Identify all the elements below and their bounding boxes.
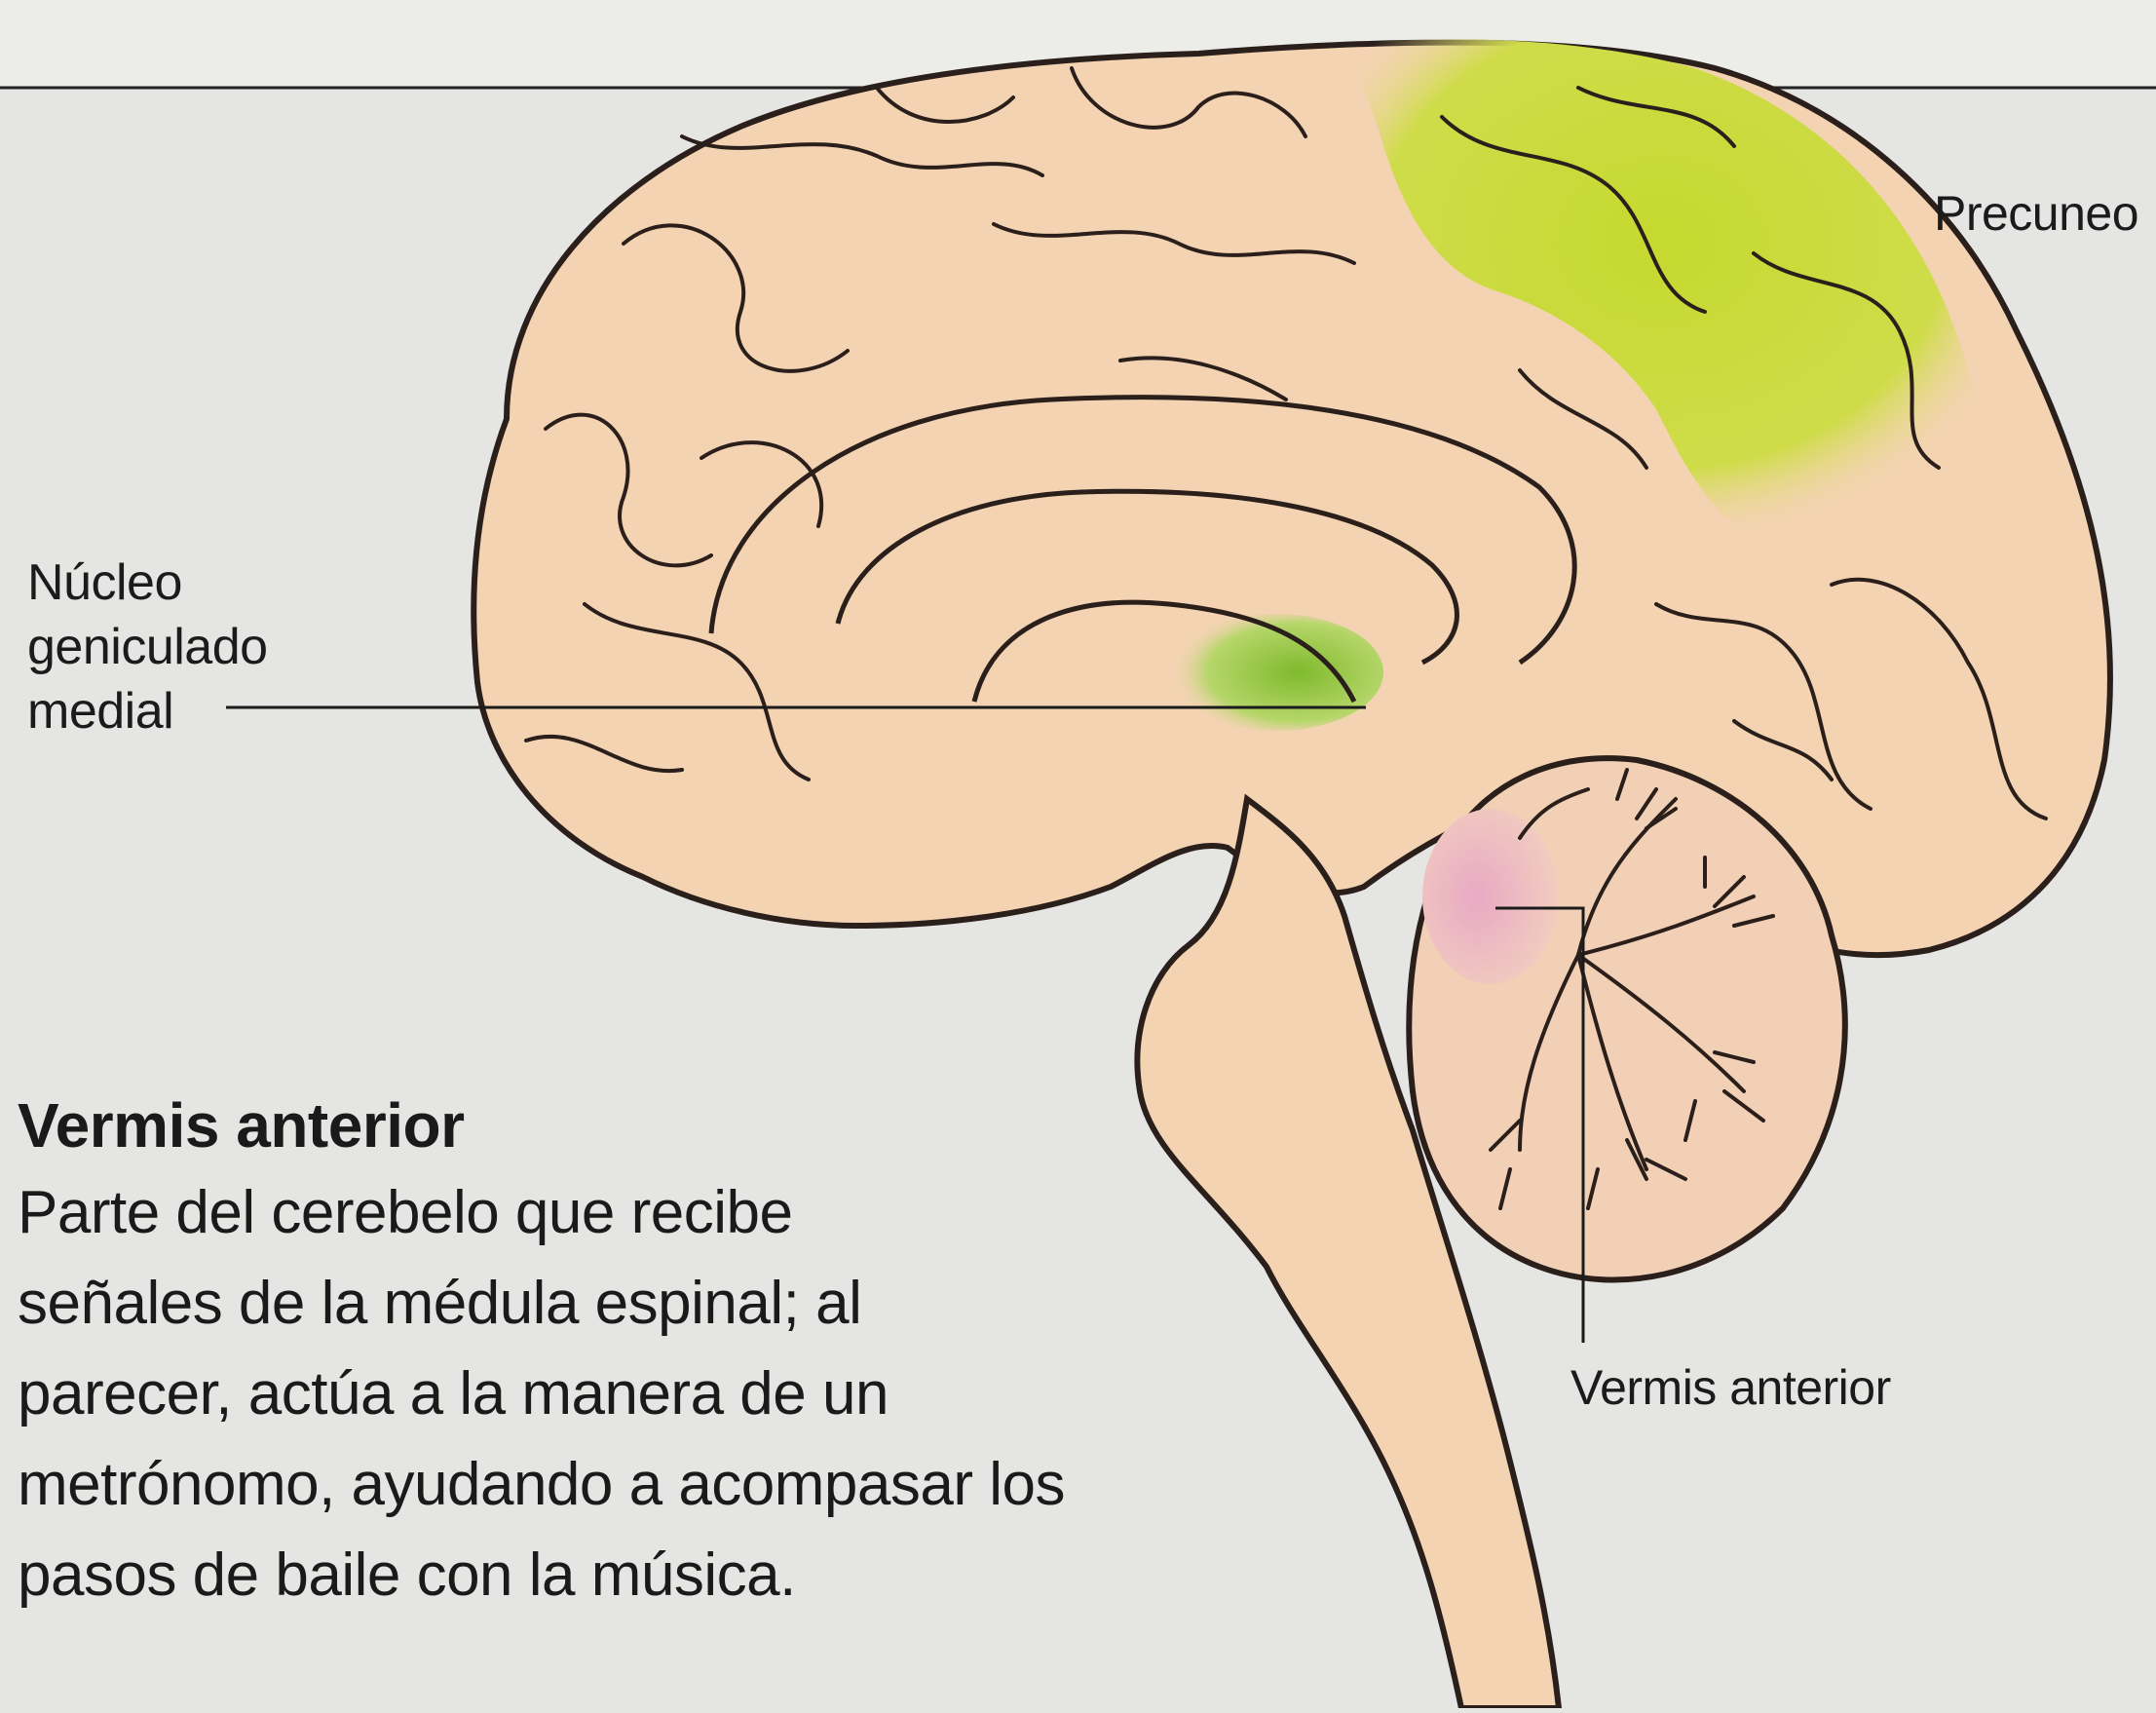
label-ngm-line-3: medial <box>27 679 268 743</box>
caption-line: pasos de baile con la música. <box>18 1530 1206 1620</box>
caption-title: Vermis anterior <box>18 1089 465 1161</box>
caption-line: parecer, actúa a la manera de un <box>18 1349 1206 1439</box>
label-ngm-line-2: geniculado <box>27 615 268 679</box>
caption-body: Parte del cerebelo que recibe señales de… <box>18 1167 1206 1620</box>
label-vermis-anterior: Vermis anterior <box>1570 1359 1891 1416</box>
caption-line: metrónomo, ayudando a acompasar los <box>18 1439 1206 1530</box>
label-precuneo: Precuneo <box>1934 185 2138 242</box>
label-ngm-line-1: Núcleo <box>27 551 268 615</box>
caption-line: señales de la médula espinal; al <box>18 1258 1206 1349</box>
label-nucleo-geniculado-medial: Núcleo geniculado medial <box>27 551 268 743</box>
caption-line: Parte del cerebelo que recibe <box>18 1167 1206 1258</box>
anterior-vermis-region <box>1422 809 1559 984</box>
